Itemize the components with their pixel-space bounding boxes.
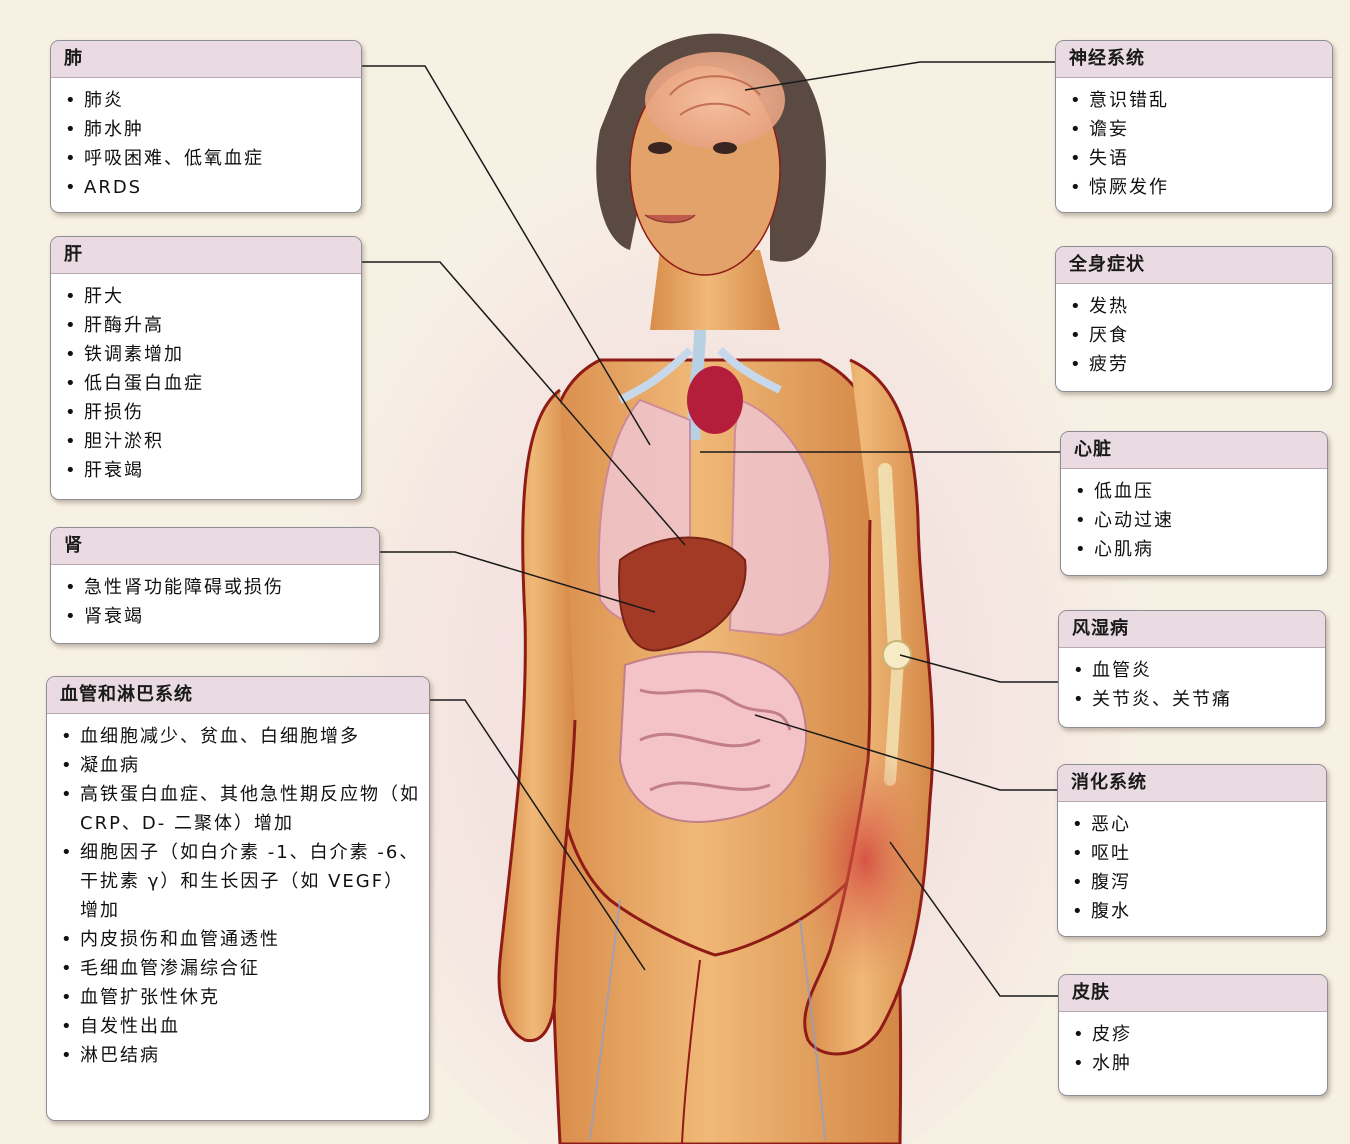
panel-liver: 肝 肝大 肝酶升高 铁调素增加 低白蛋白血症 肝损伤 胆汁淤积 肝衰竭 <box>50 236 362 500</box>
list-item: 血管炎 <box>1072 656 1317 685</box>
panel-skin: 皮肤 皮疹 水肿 <box>1058 974 1328 1096</box>
list-item: 皮疹 <box>1072 1020 1319 1049</box>
panel-systemic: 全身症状 发热 厌食 疲劳 <box>1055 246 1333 392</box>
list-item: 肺炎 <box>64 86 353 115</box>
list-item: 内皮损伤和血管通透性 <box>60 925 421 954</box>
list-item: 铁调素增加 <box>64 340 353 369</box>
left-eye <box>648 142 672 154</box>
panel-title: 肺 <box>51 41 361 78</box>
panel-lung: 肺 肺炎 肺水肿 呼吸困难、低氧血症 ARDS <box>50 40 362 213</box>
right-eye <box>713 142 737 154</box>
symptom-list: 肺炎 肺水肿 呼吸困难、低氧血症 ARDS <box>51 78 361 202</box>
panel-title: 皮肤 <box>1059 975 1327 1012</box>
list-item: 淋巴结病 <box>60 1041 421 1070</box>
symptom-list: 肝大 肝酶升高 铁调素增加 低白蛋白血症 肝损伤 胆汁淤积 肝衰竭 <box>51 274 361 485</box>
list-item: 肾衰竭 <box>64 602 371 631</box>
list-item: 胆汁淤积 <box>64 427 353 456</box>
list-item: 意识错乱 <box>1069 86 1324 115</box>
list-item: 谵妄 <box>1069 115 1324 144</box>
panel-heart: 心脏 低血压 心动过速 心肌病 <box>1060 431 1328 576</box>
panel-title: 肝 <box>51 237 361 274</box>
list-item: 高铁蛋白血症、其他急性期反应物（如 CRP、D- 二聚体）增加 <box>60 780 421 838</box>
list-item: 腹泻 <box>1071 868 1318 897</box>
symptom-list: 发热 厌食 疲劳 <box>1056 284 1332 379</box>
list-item: 心动过速 <box>1074 506 1319 535</box>
panel-nervous: 神经系统 意识错乱 谵妄 失语 惊厥发作 <box>1055 40 1333 213</box>
symptom-list: 血管炎 关节炎、关节痛 <box>1059 648 1325 714</box>
list-item: 血管扩张性休克 <box>60 983 421 1012</box>
list-item: ARDS <box>64 173 353 202</box>
panel-title: 血管和淋巴系统 <box>47 677 429 714</box>
symptom-list: 血细胞减少、贫血、白细胞增多 凝血病 高铁蛋白血症、其他急性期反应物（如 CRP… <box>47 714 429 1070</box>
list-item: 失语 <box>1069 144 1324 173</box>
panel-digestive: 消化系统 恶心 呕吐 腹泻 腹水 <box>1057 764 1327 937</box>
panel-title: 肾 <box>51 528 379 565</box>
skin-rash <box>800 740 930 980</box>
list-item: 肺水肿 <box>64 115 353 144</box>
list-item: 恶心 <box>1071 810 1318 839</box>
panel-vascular: 血管和淋巴系统 血细胞减少、贫血、白细胞增多 凝血病 高铁蛋白血症、其他急性期反… <box>46 676 430 1121</box>
list-item: 肝酶升高 <box>64 311 353 340</box>
list-item: 关节炎、关节痛 <box>1072 685 1317 714</box>
list-item: 毛细血管渗漏综合征 <box>60 954 421 983</box>
symptom-list: 皮疹 水肿 <box>1059 1012 1327 1078</box>
panel-title: 消化系统 <box>1058 765 1326 802</box>
panel-title: 心脏 <box>1061 432 1327 469</box>
symptom-list: 急性肾功能障碍或损伤 肾衰竭 <box>51 565 379 631</box>
symptom-list: 意识错乱 谵妄 失语 惊厥发作 <box>1056 78 1332 202</box>
list-item: 急性肾功能障碍或损伤 <box>64 573 371 602</box>
humerus-bone <box>885 470 895 650</box>
list-item: 发热 <box>1069 292 1324 321</box>
list-item: 肝损伤 <box>64 398 353 427</box>
list-item: 血细胞减少、贫血、白细胞增多 <box>60 722 421 751</box>
list-item: 低血压 <box>1074 477 1319 506</box>
list-item: 疲劳 <box>1069 350 1324 379</box>
elbow-joint <box>883 641 911 669</box>
list-item: 腹水 <box>1071 897 1318 926</box>
list-item: 自发性出血 <box>60 1012 421 1041</box>
panel-title: 神经系统 <box>1056 41 1332 78</box>
symptom-list: 恶心 呕吐 腹泻 腹水 <box>1058 802 1326 926</box>
panel-title: 全身症状 <box>1056 247 1332 284</box>
list-item: 凝血病 <box>60 751 421 780</box>
list-item: 水肿 <box>1072 1049 1319 1078</box>
heart <box>687 366 743 434</box>
list-item: 肝大 <box>64 282 353 311</box>
list-item: 惊厥发作 <box>1069 173 1324 202</box>
brain <box>645 52 785 148</box>
panel-kidney: 肾 急性肾功能障碍或损伤 肾衰竭 <box>50 527 380 644</box>
symptom-list: 低血压 心动过速 心肌病 <box>1061 469 1327 564</box>
list-item: 肝衰竭 <box>64 456 353 485</box>
list-item: 呼吸困难、低氧血症 <box>64 144 353 173</box>
list-item: 厌食 <box>1069 321 1324 350</box>
list-item: 心肌病 <box>1074 535 1319 564</box>
list-item: 细胞因子（如白介素 -1、白介素 -6、干扰素 γ）和生长因子（如 VEGF）增… <box>60 838 421 925</box>
panel-title: 风湿病 <box>1059 611 1325 648</box>
list-item: 呕吐 <box>1071 839 1318 868</box>
panel-rheum: 风湿病 血管炎 关节炎、关节痛 <box>1058 610 1326 728</box>
list-item: 低白蛋白血症 <box>64 369 353 398</box>
